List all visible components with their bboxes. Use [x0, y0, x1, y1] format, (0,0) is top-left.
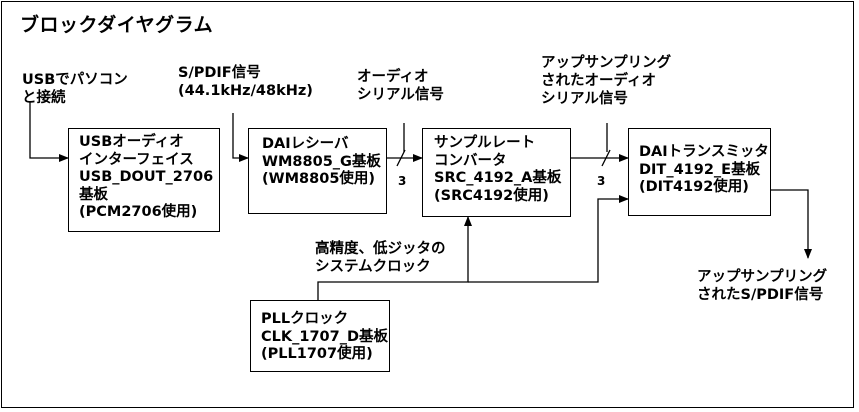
- usb-line-5: (PCM2706使用): [79, 204, 198, 220]
- label-serial-1-line-1: オーディオ: [357, 69, 429, 85]
- label-spdif-out-line-1: アップサンプリング: [697, 269, 828, 285]
- bus-slash-2: [601, 149, 611, 167]
- label-serial-up-line-3: シリアル信号: [541, 91, 628, 107]
- src-line-4: (SRC4192使用): [434, 187, 549, 204]
- wire-spdif-in: [232, 113, 249, 162]
- label-serial-1-line-2: シリアル信号: [357, 87, 444, 103]
- usb-interface-block: [68, 128, 220, 232]
- label-usb-in-line-1: USBでパソコン: [22, 72, 128, 88]
- label-usb-in: USBでパソコン と接続: [22, 71, 128, 107]
- usb-interface-text: USBオーディオ インターフェイス USB_DOUT_2706 基板 (PCM2…: [79, 134, 213, 222]
- usb-line-4: 基板: [79, 186, 108, 203]
- usb-line-2: インターフェイス: [79, 151, 194, 168]
- bus-width-src-dit: 3: [597, 174, 606, 188]
- pll-clock-block: [250, 300, 390, 372]
- wire-clock-dit: [468, 195, 629, 283]
- label-spdif-out: アップサンプリング されたS/PDIF信号: [697, 268, 827, 304]
- dai-line-3: (WM8805使用): [262, 171, 376, 187]
- src-line-2: コンバータ: [434, 152, 507, 169]
- dai-transmitter-block: [628, 128, 771, 216]
- src-line-3: SRC_4192_A基板: [434, 170, 562, 186]
- pll-text: PLLクロック CLK_1707_D基板 (PLL1707使用): [261, 311, 388, 364]
- dit-line-1: DAIトランスミッタ: [639, 144, 769, 160]
- label-spdif-in-line-1: S/PDIF信号: [178, 65, 261, 81]
- dit-line-2: DIT_4192_E基板: [639, 161, 761, 178]
- dit-line-3: (DIT4192使用): [639, 179, 749, 195]
- dai-receiver-text: DAIレシーバ WM8805_G基板 (WM8805使用): [262, 136, 381, 189]
- label-serial-up-line-2: されたオーディオ: [541, 73, 656, 89]
- pll-line-2: CLK_1707_D基板: [261, 328, 389, 345]
- usb-line-3: USB_DOUT_2706: [79, 169, 214, 185]
- label-serial-1: オーディオ シリアル信号: [357, 68, 444, 104]
- label-spdif-out-line-2: されたS/PDIF信号: [697, 287, 824, 303]
- bus-width-dai-src: 3: [398, 174, 407, 188]
- dai-line-1: DAIレシーバ: [262, 136, 349, 152]
- wire-usb-in: [29, 102, 69, 162]
- label-spdif-in-line-2: (44.1kHz/48kHz): [178, 83, 313, 99]
- label-system-clock: 高精度、低ジッタの システムクロック: [315, 240, 446, 276]
- wire-dit-out: [771, 189, 812, 259]
- label-serial-upsampled: アップサンプリング されたオーディオ シリアル信号: [541, 54, 671, 108]
- src-line-1: サンプルレート: [434, 135, 536, 151]
- pll-line-3: (PLL1707使用): [261, 346, 373, 362]
- label-spdif-in: S/PDIF信号 (44.1kHz/48kHz): [178, 64, 313, 100]
- label-clock-line-1: 高精度、低ジッタの: [315, 241, 446, 257]
- dai-line-2: WM8805_G基板: [262, 153, 381, 170]
- wire-pll-clock: [317, 216, 472, 300]
- label-serial-up-line-1: アップサンプリング: [541, 55, 672, 71]
- bus-slash-1: [396, 149, 406, 167]
- dai-receiver-block: [248, 128, 387, 214]
- diagram-title: ブロックダイヤグラム: [20, 14, 214, 36]
- dit-text: DAIトランスミッタ DIT_4192_E基板 (DIT4192使用): [639, 144, 769, 197]
- usb-line-1: USBオーディオ: [79, 134, 184, 150]
- pll-line-1: PLLクロック: [261, 311, 349, 327]
- label-clock-line-2: システムクロック: [315, 259, 431, 275]
- sample-rate-converter-block: [422, 128, 571, 217]
- src-text: サンプルレート コンバータ SRC_4192_A基板 (SRC4192使用): [434, 135, 561, 205]
- label-usb-in-line-2: と接続: [22, 90, 66, 106]
